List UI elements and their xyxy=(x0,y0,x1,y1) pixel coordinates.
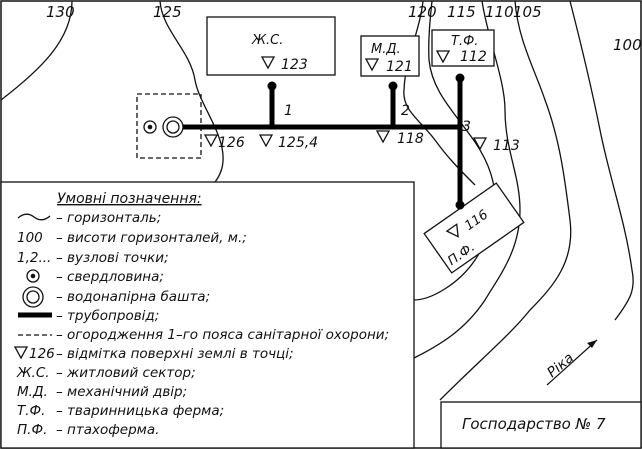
legend-item-livestock: – тваринницька ферма; xyxy=(56,403,224,419)
contour-105 xyxy=(439,0,572,401)
machinery-yard-label: М.Д. xyxy=(371,42,401,57)
well-dot xyxy=(30,273,36,279)
elevation-triangle-icon xyxy=(445,223,459,238)
farm-title-box xyxy=(440,401,642,449)
contour-100 xyxy=(569,0,634,321)
legend-symbol-pf: П.Ф. xyxy=(17,422,47,438)
legend-symbol-zs: Ж.С. xyxy=(16,365,50,381)
building-residential-sector xyxy=(206,16,336,76)
water-tower-icon xyxy=(22,286,44,308)
contour-130 xyxy=(0,0,73,101)
river-arrow-icon xyxy=(587,340,597,348)
legend-item-contour: – горизонталь; xyxy=(56,210,161,226)
legend-item-fence: – огородження 1–го пояса санітарної охор… xyxy=(56,327,389,343)
building-machinery-yard xyxy=(360,35,420,77)
legend-item-nodes: – вузлові точки; xyxy=(56,250,169,266)
pipe-end-node xyxy=(388,81,398,91)
elevation-125-4: 125,4 xyxy=(278,135,318,151)
elevation-triangle-icon xyxy=(364,58,380,72)
elevation-126: 126 xyxy=(218,135,245,151)
contour-line-icon xyxy=(17,213,51,221)
legend-item-residential: – житловий сектор; xyxy=(56,365,196,381)
farm-title: Господарство № 7 xyxy=(462,415,606,433)
well-dot xyxy=(147,124,153,130)
legend-symbol-md: М.Д. xyxy=(17,384,48,400)
contour-label-125: 125 xyxy=(153,3,182,21)
contour-label-110: 110 xyxy=(485,3,514,21)
legend-item-heights: – висоти горизонталей, м.; xyxy=(56,230,247,246)
well-icon xyxy=(26,269,40,283)
elevation-triangle-icon xyxy=(203,134,219,148)
legend: Умовні позначення: – горизонталь; 100 – … xyxy=(0,181,415,449)
water-tower-inner xyxy=(166,120,180,134)
water-tower-inner xyxy=(26,290,40,304)
pipe-end-node xyxy=(455,73,465,83)
contour-label-130: 130 xyxy=(46,3,75,21)
elevation-triangle-icon xyxy=(375,130,391,144)
elevation-triangle-icon xyxy=(260,56,276,70)
node-label-1: 1 xyxy=(284,103,293,119)
livestock-farm-label: Т.Ф. xyxy=(451,34,478,49)
elevation-118: 118 xyxy=(397,131,424,147)
legend-symbol-tf: Т.Ф. xyxy=(17,403,45,419)
contour-label-120: 120 xyxy=(408,3,437,21)
elevation-triangle-icon xyxy=(435,50,451,64)
legend-item-poultry: – птахоферма. xyxy=(56,422,159,438)
legend-item-pipeline: – трубопровід; xyxy=(56,308,159,324)
legend-symbol-100: 100 xyxy=(17,230,43,246)
residential-sector-elevation: 123 xyxy=(281,57,308,73)
contour-label-115: 115 xyxy=(447,3,476,21)
elevation-triangle-icon xyxy=(13,346,29,360)
well-icon xyxy=(143,120,157,134)
node-label-3: 3 xyxy=(462,119,471,135)
pipeline-network xyxy=(183,73,465,210)
pipe-end-node xyxy=(267,81,277,91)
legend-item-machinery: – механічний двір; xyxy=(56,384,187,400)
elevation-triangle-icon xyxy=(258,134,274,148)
contour-label-105: 105 xyxy=(513,3,542,21)
residential-sector-label: Ж.С. xyxy=(251,33,283,48)
river-label: Ріка xyxy=(544,350,577,381)
pipe-end-node xyxy=(455,200,465,210)
elevation-113: 113 xyxy=(493,138,520,154)
contour-115 xyxy=(413,0,496,301)
contour-lines xyxy=(0,0,634,401)
livestock-farm-elevation: 112 xyxy=(460,49,487,65)
contour-125 xyxy=(159,0,224,183)
legend-item-water-tower: – водонапірна башта; xyxy=(56,289,210,305)
legend-symbol-nodes: 1,2... xyxy=(17,250,51,266)
elevation-triangle-icon xyxy=(472,137,488,151)
legend-symbol-126: 126 xyxy=(29,346,55,362)
contour-label-100: 100 xyxy=(613,36,642,54)
water-tower-icon xyxy=(162,116,184,138)
legend-item-well: – свердловина; xyxy=(56,269,164,285)
contour-110 xyxy=(413,0,521,359)
legend-title: Умовні позначення: xyxy=(57,191,202,207)
node-label-2: 2 xyxy=(401,103,410,119)
machinery-yard-elevation: 121 xyxy=(386,59,413,75)
legend-item-elevation: – відмітка поверхні землі в точці; xyxy=(56,346,294,362)
legend-box xyxy=(0,181,415,449)
building-livestock-farm xyxy=(431,29,495,67)
river-flow-line xyxy=(546,339,598,386)
